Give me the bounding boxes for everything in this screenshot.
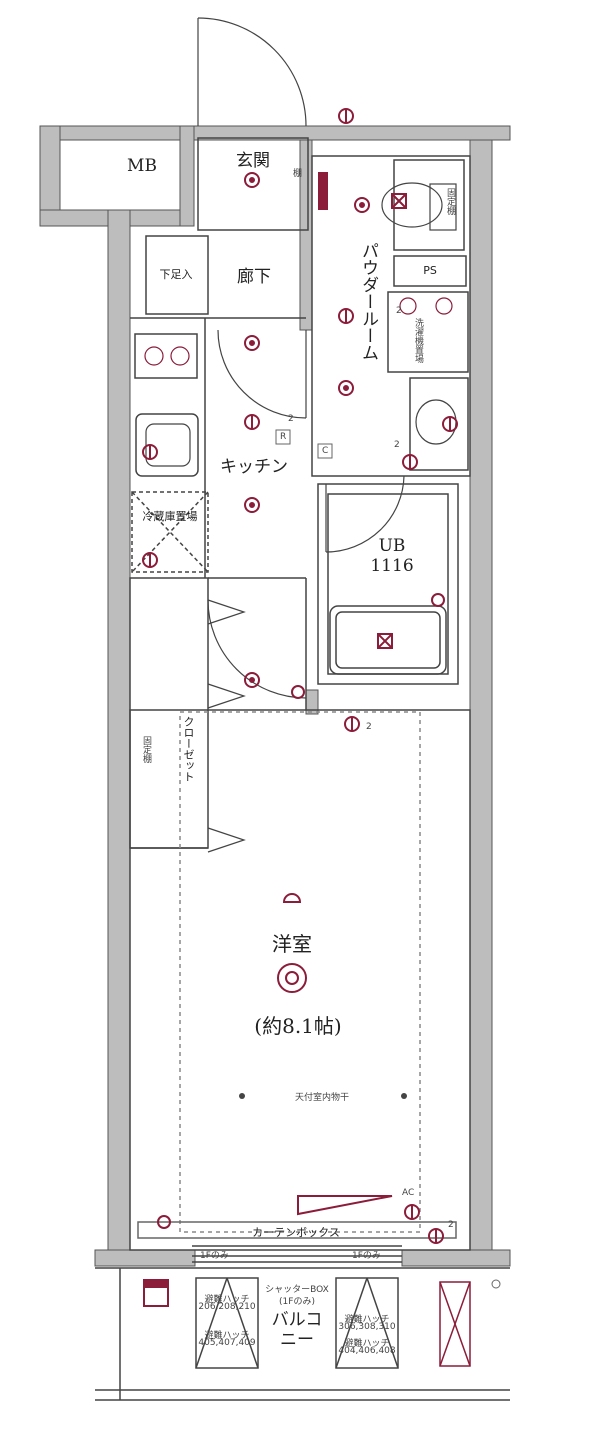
fridge-label: 冷蔵庫置場 [142,510,198,523]
electrical-symbols [142,108,458,1307]
ps-label: PS [423,264,437,277]
western-room-area: (約8.1帖) [254,1014,342,1038]
outlet-count-5: 2 [396,306,402,316]
hatch-right-2-rooms: 404,406,408 [338,1346,396,1356]
hatch-left-2-label: 避難ハッチ [204,1331,250,1341]
genkan-label: 玄関 [236,151,270,171]
hatch-right-2-label: 避難ハッチ [344,1339,390,1349]
powder-room-label: パウダールーム [358,242,378,361]
genkan-shelf-label: 棚 [291,168,301,177]
shutter-box-note: (1Fのみ) [279,1297,315,1307]
kitchen-label: キッチン [220,457,288,477]
roka-label: 廊下 [237,267,271,287]
c-mark: C [322,446,329,456]
outlet-count-3: 2 [448,1220,454,1230]
hatch-left-2-rooms: 405,407,409 [198,1338,256,1348]
dryer-points [239,1093,407,1099]
outlet-count-4: 2 [394,440,400,450]
mb-label: MB [127,156,157,176]
small-marks [275,429,501,1289]
ac-label: AC [402,1188,415,1198]
western-room-label: 洋室 [272,932,312,956]
outlet-count-2: 2 [366,722,372,732]
shoe-box-label: 下足入 [159,268,193,281]
ub-label: UB [378,536,406,556]
hatch-left-1-rooms: 206,208,210 [198,1302,256,1312]
fixed-shelf-label: 固定棚 [141,736,151,763]
hatch-right-1-rooms: 306,308,310 [338,1322,396,1332]
door-swings [197,17,405,853]
shutter-box-label: シャッターBOX [265,1285,329,1295]
closet-label: クローゼット [182,716,195,782]
curtain-box-label: カーテンボックス [252,1226,340,1239]
hatch-right-1-label: 避難ハッチ [344,1315,390,1325]
interior-lines [95,137,510,1401]
washer-area-label: 洗濯機置場 [413,318,423,363]
ceiling-dryer-label: 天付室内物干 [294,1093,350,1103]
r-mark: R [280,432,287,442]
outlet-count-1: 2 [288,414,294,424]
walls [39,125,511,1267]
balcony-label: バルコニー [271,1310,323,1350]
first-floor-only-right: 1Fのみ [352,1251,381,1261]
ub-size-label: 1116 [370,556,414,576]
first-floor-only-left: 1Fのみ [200,1251,229,1261]
hatch-left-1-label: 避難ハッチ [204,1295,250,1305]
fixtures [144,182,457,467]
toilet-shelf-label: 固定棚 [445,188,455,215]
